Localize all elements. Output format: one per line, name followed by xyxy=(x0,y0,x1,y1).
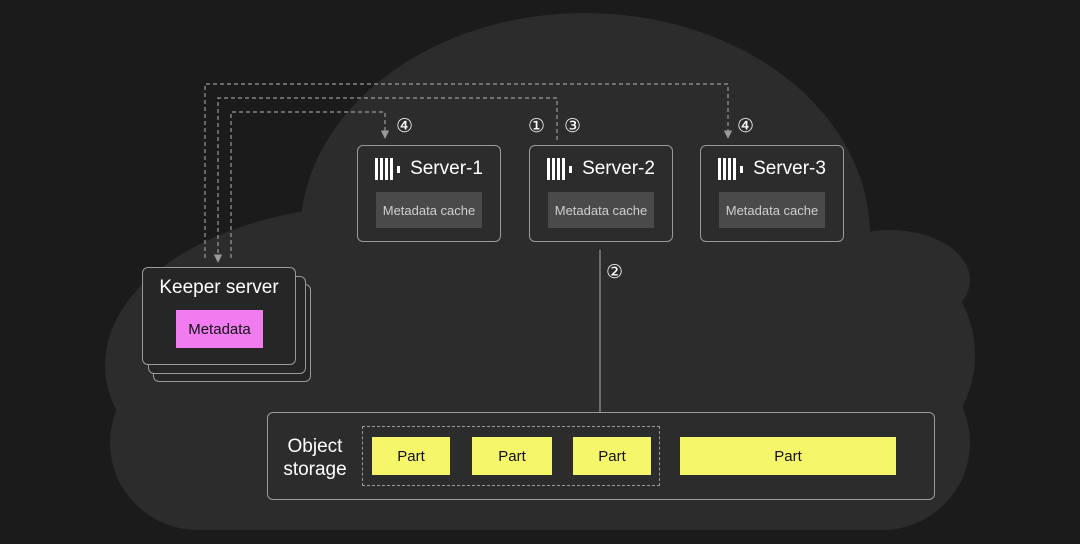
clickhouse-logo-icon xyxy=(547,158,573,180)
object-storage-label-line2: storage xyxy=(283,459,347,480)
parts-group xyxy=(362,426,660,486)
server-3: Server-3 Metadata cache xyxy=(700,145,844,242)
keeper-title: Keeper server xyxy=(159,277,279,298)
server-1-metadata-cache: Metadata cache xyxy=(376,192,482,228)
server-2: Server-2 Metadata cache xyxy=(529,145,673,242)
step-1: ① xyxy=(528,116,546,137)
merged-part: Part xyxy=(680,437,896,475)
metadata-block: Metadata xyxy=(176,310,263,348)
part-1: Part xyxy=(372,437,450,475)
server-2-name: Server-2 xyxy=(582,158,655,179)
server-1: Server-1 Metadata cache xyxy=(357,145,501,242)
step-4-server1: ④ xyxy=(396,116,414,137)
clickhouse-logo-icon xyxy=(375,158,401,180)
step-4-server3: ④ xyxy=(737,116,755,137)
keeper-server: Keeper server Metadata xyxy=(142,267,296,365)
step-3: ③ xyxy=(564,116,582,137)
server-3-name: Server-3 xyxy=(753,158,826,179)
connector-keeper-server1 xyxy=(230,111,390,258)
object-storage: Object storage Part Part Part Part xyxy=(267,412,935,500)
clickhouse-logo-icon xyxy=(718,158,744,180)
part-2: Part xyxy=(472,437,552,475)
server-2-metadata-cache: Metadata cache xyxy=(548,192,654,228)
object-storage-label-line1: Object xyxy=(287,436,343,457)
part-3: Part xyxy=(573,437,651,475)
step-2: ② xyxy=(606,262,624,283)
server-1-name: Server-1 xyxy=(410,158,483,179)
connector-keeper-server3 xyxy=(204,83,733,258)
object-storage-label: Object storage xyxy=(268,435,362,481)
connector-server2-keeper xyxy=(213,97,558,263)
server-3-metadata-cache: Metadata cache xyxy=(719,192,825,228)
